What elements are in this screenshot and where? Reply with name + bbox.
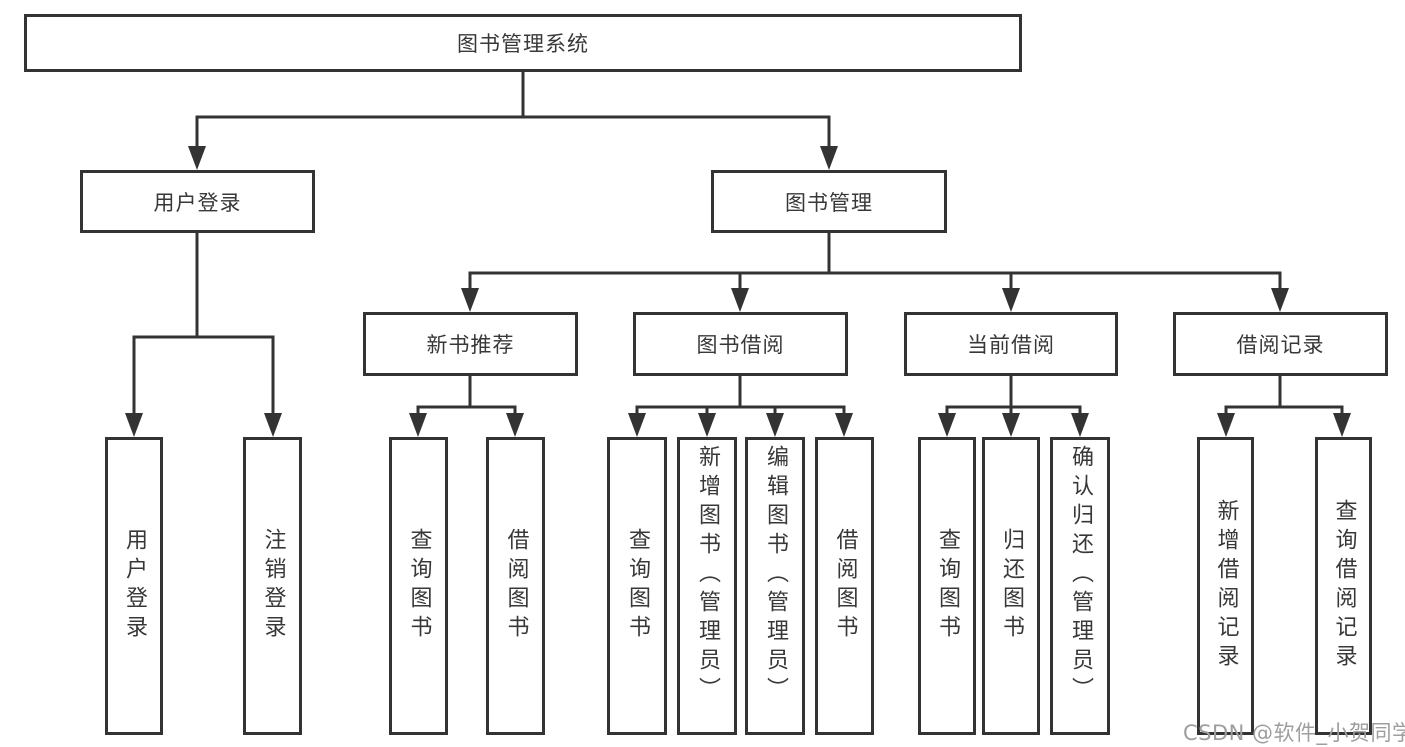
node-borrowing-records: 借阅记录 bbox=[1173, 312, 1388, 376]
leaf-records-add: 新增借阅记录 bbox=[1197, 437, 1254, 735]
node-book-management: 图书管理 bbox=[711, 170, 947, 233]
leaf-borrow-do-label: 借阅图书 bbox=[832, 528, 858, 644]
node-root-label: 图书管理系统 bbox=[457, 32, 589, 56]
csdn-watermark: CSDN @软件_小贺同学 bbox=[1183, 721, 1405, 745]
leaf-current-query: 查询图书 bbox=[918, 437, 976, 735]
leaf-borrow-add: 新增图书（管理员） bbox=[677, 437, 737, 735]
leaf-borrow-query-label: 查询图书 bbox=[625, 528, 650, 644]
node-book-borrowing-label: 图书借阅 bbox=[696, 333, 785, 357]
node-user-login: 用户登录 bbox=[80, 170, 315, 233]
leaf-newbook-query-label: 查询图书 bbox=[406, 528, 432, 644]
leaf-borrow-do: 借阅图书 bbox=[815, 437, 874, 735]
node-new-book-recommend-label: 新书推荐 bbox=[426, 333, 515, 357]
leaf-user-login: 用户登录 bbox=[105, 437, 163, 735]
leaf-borrow-query: 查询图书 bbox=[607, 437, 667, 735]
leaf-user-login-label: 用户登录 bbox=[122, 528, 147, 644]
node-current-borrowing-label: 当前借阅 bbox=[967, 333, 1055, 357]
leaf-logout: 注销登录 bbox=[243, 437, 302, 735]
leaf-records-query: 查询借阅记录 bbox=[1315, 437, 1372, 735]
node-book-borrowing: 图书借阅 bbox=[633, 312, 848, 376]
node-new-book-recommend: 新书推荐 bbox=[363, 312, 578, 376]
leaf-current-return: 归还图书 bbox=[982, 437, 1040, 735]
leaf-records-query-label: 查询借阅记录 bbox=[1331, 499, 1357, 673]
leaf-current-return-label: 归还图书 bbox=[999, 528, 1024, 644]
leaf-newbook-borrow: 借阅图书 bbox=[486, 437, 545, 735]
leaf-newbook-borrow-label: 借阅图书 bbox=[503, 528, 529, 644]
leaf-borrow-edit-label: 编辑图书（管理员） bbox=[763, 445, 788, 706]
leaf-records-add-label: 新增借阅记录 bbox=[1213, 499, 1239, 673]
leaf-current-confirm-label: 确认归还（管理员） bbox=[1068, 445, 1093, 706]
leaf-logout-label: 注销登录 bbox=[260, 528, 286, 644]
leaf-borrow-add-label: 新增图书（管理员） bbox=[695, 445, 720, 706]
node-root: 图书管理系统 bbox=[24, 14, 1022, 72]
node-user-login-label: 用户登录 bbox=[153, 190, 242, 215]
leaf-current-query-label: 查询图书 bbox=[935, 528, 960, 644]
leaf-newbook-query: 查询图书 bbox=[389, 437, 448, 735]
node-borrowing-records-label: 借阅记录 bbox=[1236, 333, 1325, 357]
node-current-borrowing: 当前借阅 bbox=[904, 312, 1118, 376]
node-book-management-label: 图书管理 bbox=[785, 190, 873, 215]
leaf-current-confirm: 确认归还（管理员） bbox=[1050, 437, 1110, 735]
leaf-borrow-edit: 编辑图书（管理员） bbox=[745, 437, 805, 735]
